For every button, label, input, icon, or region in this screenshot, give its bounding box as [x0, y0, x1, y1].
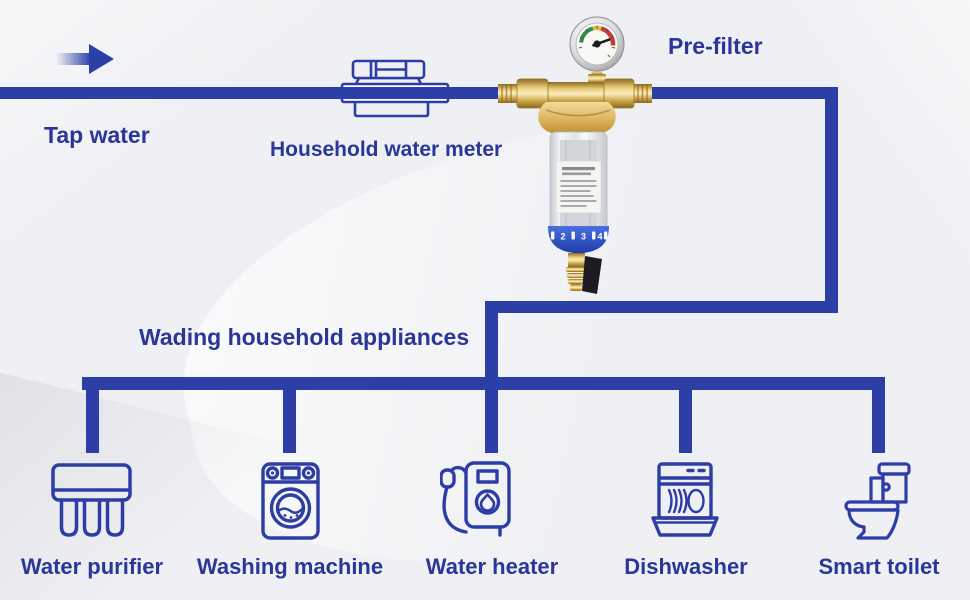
brass-filter-head: [498, 78, 652, 136]
appliance-label: Water heater: [425, 554, 559, 579]
clear-filter-housing: [549, 131, 608, 231]
smart-toilet-icon: [844, 462, 911, 540]
water-meter-icon: [335, 59, 455, 118]
water-purifier-icon: [51, 463, 132, 537]
drain-valve: [565, 253, 602, 294]
washing-machine-icon: [261, 462, 320, 540]
appliance-label: Smart toilet: [818, 554, 940, 579]
pre-filter-label: Pre-filter: [668, 33, 763, 59]
water-heater-icon: [440, 461, 511, 537]
appliance-washing-machine: Washing machine: [180, 458, 400, 580]
appliance-smart-toilet: Smart toilet: [769, 458, 970, 580]
appliances-header-label: Wading household appliances: [139, 324, 470, 350]
pipe-return-horizontal: [485, 301, 838, 313]
scale-number: 2: [560, 232, 565, 242]
appliance-label: Dishwasher: [624, 554, 748, 579]
scale-number: 4: [597, 232, 602, 242]
appliance-label: Washing machine: [196, 554, 384, 579]
pipe-drop-dishwasher: [679, 377, 692, 453]
pressure-gauge: [569, 16, 625, 83]
drain-lever: [582, 256, 602, 294]
flow-direction-arrow-icon: [56, 44, 114, 74]
appliance-dishwasher: Dishwasher: [576, 458, 796, 580]
appliance-label: Water purifier: [20, 554, 164, 579]
tap-water-label: Tap water: [44, 122, 150, 148]
pipe-drop-smart-toilet: [872, 377, 885, 453]
pre-filter-product-image: 2 3 4: [498, 16, 652, 294]
appliance-water-purifier: Water purifier: [0, 458, 202, 580]
water-meter-label: Household water meter: [270, 138, 503, 161]
dishwasher-icon: [651, 462, 719, 537]
pipe-drop-washing-machine: [283, 377, 296, 453]
scale-number: 3: [581, 232, 586, 242]
filter-scale-ring: 2 3 4: [548, 226, 609, 254]
appliance-water-heater: Water heater: [382, 458, 602, 580]
pipe-drop-water-purifier: [86, 377, 99, 453]
pipe-right-vertical: [825, 87, 838, 313]
pipe-distribution-horizontal: [82, 377, 885, 390]
